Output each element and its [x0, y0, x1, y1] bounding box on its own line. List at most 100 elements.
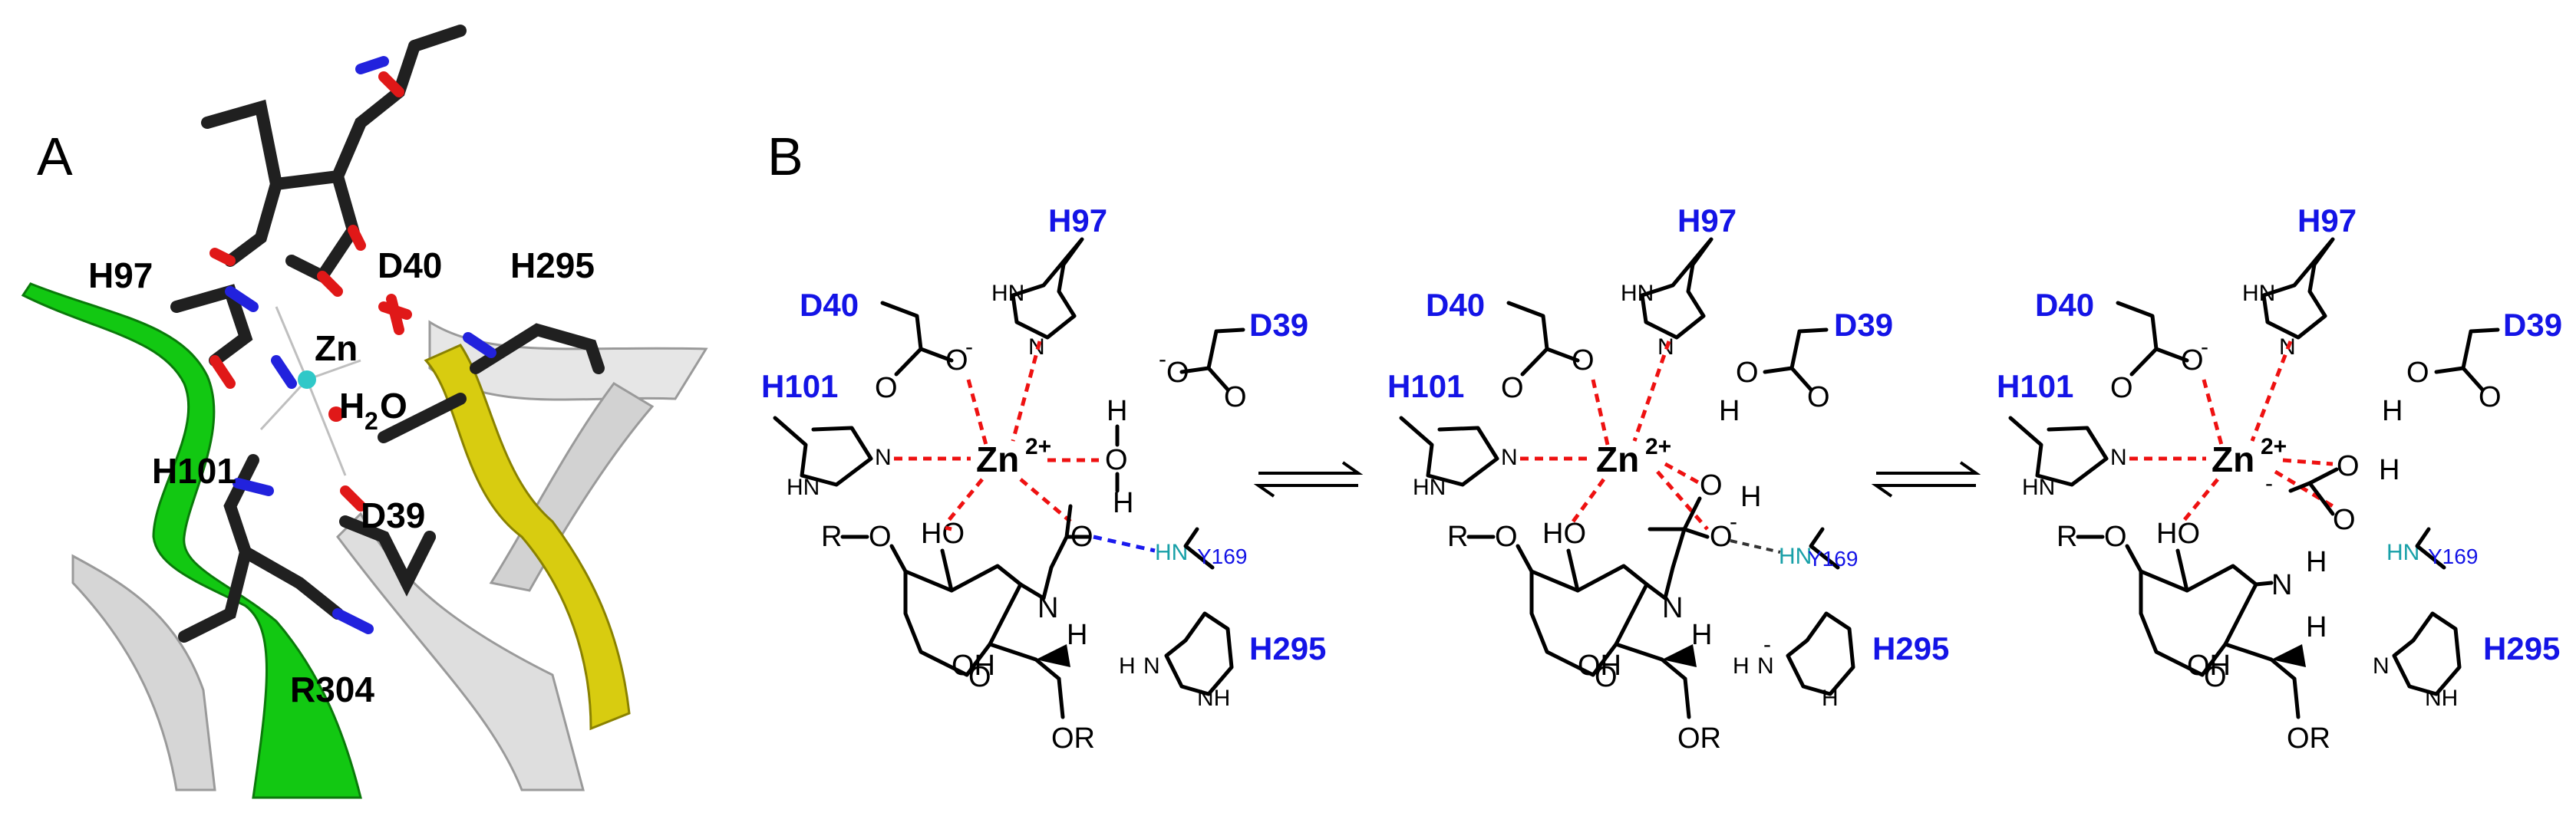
s3-oh-h: H	[2379, 454, 2400, 486]
s1-carbonyl-o: O	[1070, 521, 1093, 553]
s3-oh: OH	[2187, 650, 2231, 682]
s2-h97-hn: HN	[1621, 281, 1654, 306]
s1-h101-n: N	[875, 445, 892, 470]
s2-hn: HN	[1779, 544, 1812, 569]
s1-h97-hn: HN	[991, 281, 1024, 306]
s2-coord-o-minus	[1656, 470, 1709, 531]
s2-label-h101: H101	[1387, 368, 1464, 404]
label-h2o: H 2 O	[339, 386, 407, 435]
s3-h97-ring	[2261, 237, 2335, 340]
s1-coord-h97	[1011, 341, 1042, 442]
s1-n: N	[1037, 592, 1058, 624]
s1-oh: OH	[952, 650, 995, 682]
s3-label-h101: H101	[1997, 368, 2073, 404]
nitrogen-sticks	[225, 56, 496, 634]
s2-d39-o2: O	[1807, 381, 1830, 413]
equilibrium-arrow-2	[1871, 461, 1981, 498]
s3-d40-o2: O	[2110, 372, 2133, 404]
s3-d40-chain	[2116, 301, 2189, 377]
s1-r: R	[821, 521, 842, 553]
s2-oh-o: O	[1700, 469, 1723, 502]
svg-text:O: O	[380, 386, 407, 426]
s2-d40-o: O	[1572, 344, 1595, 377]
s2-h101-ring	[1399, 416, 1499, 487]
s2-h101-hn: HN	[1413, 475, 1446, 500]
label-h295: H295	[510, 245, 595, 285]
s3-coord-carb	[2274, 469, 2334, 508]
s2-h97-ring	[1640, 237, 1713, 340]
s2-o-r: O	[1495, 521, 1518, 553]
s1-wedge	[1036, 644, 1070, 667]
s3-d40-o-minus: O	[2181, 344, 2204, 377]
s1-d40-chain	[880, 301, 954, 377]
s2-coord-ho	[1571, 478, 1606, 523]
s2-d39-h: H	[1719, 395, 1740, 427]
s2-ho-bond	[1566, 548, 1580, 593]
s2-h295-h2: H	[1822, 686, 1839, 711]
s1-ho-bond	[940, 548, 954, 593]
s3-n-h2: H	[2306, 611, 2327, 643]
s2-label-h295: H295	[1872, 630, 1949, 666]
s1-label-h101: H101	[761, 368, 838, 404]
s2-label-h97: H97	[1677, 202, 1737, 239]
label-d39: D39	[361, 495, 425, 535]
s3-coord-ho	[2182, 478, 2219, 523]
s1-h101-ring	[773, 416, 873, 487]
s3-o-ring: O	[2204, 661, 2227, 693]
s2-coord-h97	[1632, 341, 1671, 442]
s1-water-o: O	[1105, 444, 1128, 476]
svg-text:H: H	[339, 386, 364, 426]
s1-h101-hn: HN	[787, 475, 820, 500]
s1-zn-charge: 2+	[1025, 434, 1051, 459]
s3-coord-d40	[2202, 379, 2224, 446]
oxygen-sticks	[209, 71, 412, 512]
s1-o-r: O	[869, 521, 892, 553]
s1-d39-chain	[1179, 327, 1245, 392]
s3-zn: Zn	[2212, 439, 2254, 479]
s3-acetate	[2288, 467, 2339, 516]
s3-zn-charge: 2+	[2261, 434, 2287, 459]
s1-d39-minus: -	[1159, 347, 1166, 372]
s1-zn: Zn	[976, 439, 1019, 479]
s3-label-d40: D40	[2035, 287, 2094, 323]
panel-a: A	[21, 25, 708, 799]
s2-y169: Y169	[1808, 547, 1858, 571]
s3-h101-n: N	[2110, 445, 2127, 470]
s3-h97-hn: HN	[2242, 281, 2275, 306]
s3-o-r: O	[2104, 521, 2127, 553]
zinc-atom	[298, 370, 316, 389]
s2-or-bond	[1683, 676, 1691, 719]
s1-hn: HN	[1155, 540, 1188, 565]
s1-h295-h: H	[1119, 653, 1136, 679]
s2-coord-d40	[1591, 379, 1610, 446]
s2-h295-n: N	[1757, 653, 1774, 679]
s1-y169-bonds	[1183, 527, 1215, 570]
s2-ho: HO	[1542, 518, 1586, 550]
yellow-beta-strand	[424, 344, 631, 731]
s3-h295-ring	[2392, 611, 2462, 696]
s3-n-bond	[2254, 581, 2274, 587]
s2-wedge	[1662, 644, 1697, 667]
s2-coord-oh	[1664, 462, 1701, 485]
s2-label-d40: D40	[1426, 287, 1485, 323]
s3-oh-o: O	[2337, 450, 2360, 482]
s1-coord-oh	[946, 478, 984, 523]
s1-h295-ring	[1164, 611, 1234, 696]
s1-acetamido	[1018, 504, 1092, 600]
s3-sugar-ring	[2125, 544, 2258, 677]
s2-oh: OH	[1578, 650, 1621, 682]
panel-b-letter: B	[767, 127, 803, 186]
white-ribbon-top-right	[428, 320, 708, 401]
s3-y169-bonds	[2415, 527, 2446, 570]
s3-carb-o: O	[2333, 504, 2356, 536]
s2-h295-h: H	[1733, 653, 1750, 679]
s1-label-d39: D39	[1249, 307, 1308, 343]
white-ribbon-left	[71, 554, 216, 791]
s3-n-h1: H	[2306, 546, 2327, 578]
s1-coord-oh-tail	[945, 525, 952, 531]
s2-d39-o1: O	[1736, 357, 1759, 389]
s3-d39-chain	[2434, 327, 2500, 392]
s1-d40-o2: O	[875, 372, 898, 404]
